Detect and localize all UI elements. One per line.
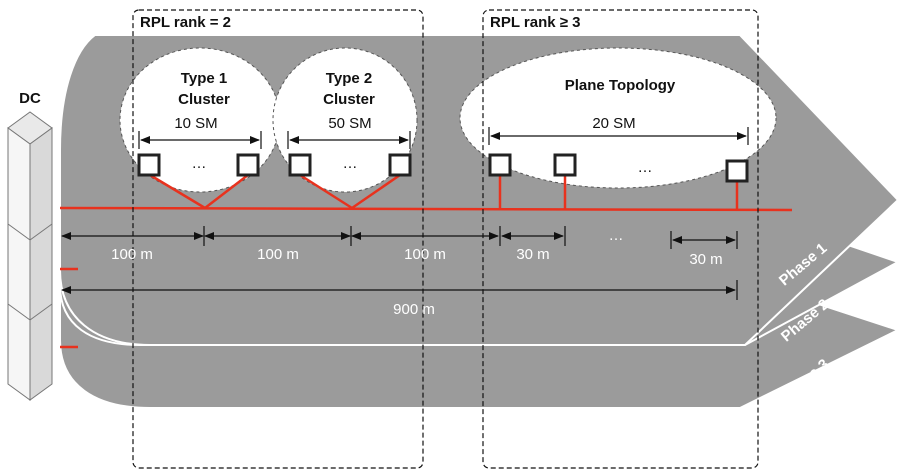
smart-meter xyxy=(236,153,260,177)
type2-size-label: 50 SM xyxy=(328,115,371,132)
type1-title-line2: Cluster xyxy=(178,91,230,108)
plane-title: Plane Topology xyxy=(565,77,676,94)
smart-meter xyxy=(388,153,412,177)
power-cables xyxy=(59,173,793,349)
smart-meter xyxy=(488,153,512,177)
rpl-rank-3-box xyxy=(482,9,759,469)
plane-size-label: 20 SM xyxy=(592,115,635,132)
plane-ellipsis: … xyxy=(638,159,653,176)
smart-meter xyxy=(725,159,749,183)
smart-meter xyxy=(553,153,577,177)
smart-meter xyxy=(137,153,161,177)
rpl-rank-3-label: RPL rank ≥ 3 xyxy=(490,14,581,31)
dc-tower xyxy=(7,111,53,401)
type2-ellipsis: … xyxy=(343,155,358,172)
type2-title-line1: Type 2 xyxy=(326,70,372,87)
distance-label-5: 30 m xyxy=(689,251,722,268)
distance-label-2: 100 m xyxy=(257,246,299,263)
dc-label: DC xyxy=(19,90,41,107)
distance-label-total: 900 m xyxy=(393,301,435,318)
distance-label-3: 100 m xyxy=(404,246,446,263)
type1-size-label: 10 SM xyxy=(174,115,217,132)
smart-meters xyxy=(137,153,749,183)
dimension-lines xyxy=(61,127,749,300)
distance-label-1: 100 m xyxy=(111,246,153,263)
type2-title-line2: Cluster xyxy=(323,91,375,108)
type1-ellipsis: … xyxy=(192,155,207,172)
distance-label-4: 30 m xyxy=(516,246,549,263)
rpl-rank-2-label: RPL rank = 2 xyxy=(140,14,231,31)
smart-meter xyxy=(288,153,312,177)
plane-topology-ellipse xyxy=(459,47,777,189)
type1-title-line1: Type 1 xyxy=(181,70,227,87)
distance-dots: … xyxy=(609,227,624,244)
